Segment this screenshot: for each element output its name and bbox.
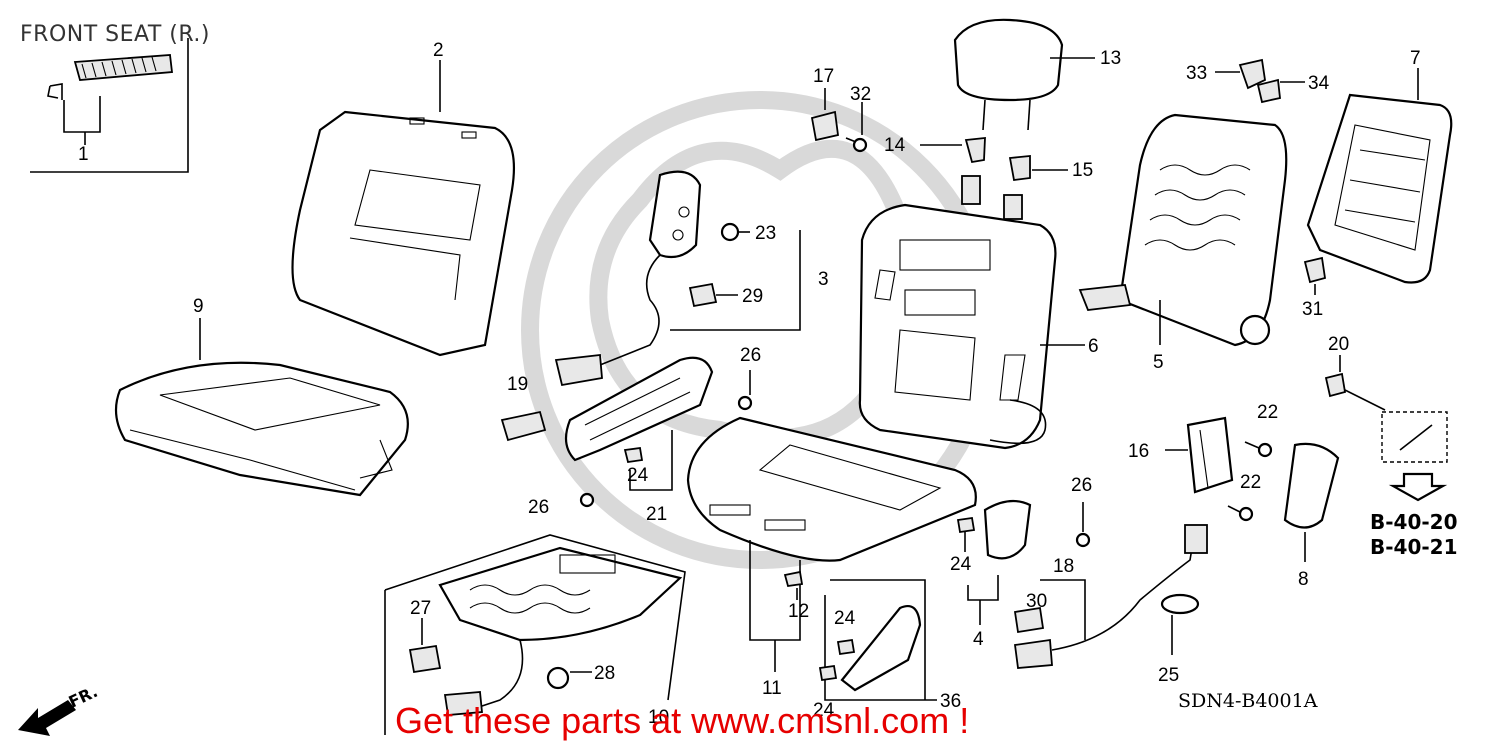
part-27-28-fasteners[interactable] — [408, 618, 592, 690]
part-33-34-clips[interactable] — [1215, 58, 1305, 104]
callout-10[interactable]: 10 — [648, 707, 669, 728]
part-9-cushion-cover[interactable] — [114, 318, 409, 497]
callout-9[interactable]: 9 — [193, 296, 204, 317]
part-14-15-headrest-guides[interactable] — [920, 136, 1068, 220]
callout-labels: 1 2 3 4 5 6 7 8 9 10 11 12 13 14 15 16 1… — [78, 40, 1421, 728]
callout-29[interactable]: 29 — [742, 286, 763, 307]
callout-14[interactable]: 14 — [884, 135, 906, 156]
callout-23[interactable]: 23 — [755, 223, 776, 244]
callout-11[interactable]: 11 — [762, 678, 782, 699]
reference-arrow[interactable] — [1381, 411, 1448, 502]
callout-12[interactable]: 12 — [788, 601, 809, 622]
callout-6[interactable]: 6 — [1088, 336, 1099, 357]
front-marker-text: FR. — [66, 682, 101, 712]
part-18-30-25-harness[interactable] — [1013, 524, 1208, 669]
callout-24c[interactable]: 24 — [834, 608, 856, 629]
callout-4[interactable]: 4 — [973, 629, 984, 650]
callout-31[interactable]: 31 — [1302, 299, 1323, 320]
callout-1[interactable]: 1 — [78, 144, 89, 165]
part-2-seatback-cover[interactable] — [291, 60, 516, 357]
part-1-clips[interactable] — [30, 38, 189, 173]
part-23-29-fasteners[interactable] — [688, 222, 750, 308]
callout-22a[interactable]: 22 — [1257, 402, 1278, 423]
callout-30[interactable]: 30 — [1026, 591, 1047, 612]
part-11-seat-cushion[interactable] — [686, 416, 977, 672]
callout-36[interactable]: 36 — [940, 691, 961, 712]
part-16-module[interactable] — [1165, 416, 1234, 494]
part-6-seatback[interactable] — [858, 203, 1085, 450]
part-4-side-cover[interactable] — [967, 499, 1032, 625]
callout-8[interactable]: 8 — [1298, 569, 1309, 590]
part-22-bolts[interactable] — [1227, 441, 1273, 522]
callout-16[interactable]: 16 — [1128, 441, 1149, 462]
callout-24d[interactable]: 24 — [813, 700, 835, 721]
part-8-cover[interactable] — [1283, 442, 1340, 562]
part-17-32-clip-bolt[interactable] — [810, 88, 868, 153]
part-19-knob[interactable] — [500, 410, 547, 442]
part-26-bolts-left[interactable] — [579, 370, 753, 508]
callout-25[interactable]: 25 — [1158, 665, 1179, 686]
callout-34[interactable]: 34 — [1308, 73, 1330, 94]
callout-26c[interactable]: 26 — [1071, 475, 1092, 496]
callout-32[interactable]: 32 — [850, 84, 871, 105]
callout-26a[interactable]: 26 — [528, 497, 549, 518]
callout-20[interactable]: 20 — [1328, 334, 1349, 355]
callout-28[interactable]: 28 — [594, 663, 615, 684]
callout-26b[interactable]: 26 — [740, 345, 761, 366]
part-31-clip[interactable] — [1303, 256, 1327, 295]
part-13-headrest[interactable] — [953, 18, 1095, 131]
callout-27[interactable]: 27 — [410, 598, 431, 619]
part-5-seatback-frame[interactable] — [1078, 113, 1288, 347]
page-title: FRONT SEAT (R.) — [20, 22, 210, 47]
callout-18[interactable]: 18 — [1053, 556, 1074, 577]
part-36-trim-cover[interactable] — [818, 579, 937, 701]
promo-link[interactable]: Get these parts at www.cmsnl.com ! — [395, 700, 970, 741]
reference-label-2[interactable]: B-40-21 — [1370, 535, 1458, 559]
callout-19[interactable]: 19 — [507, 374, 528, 395]
part-24-clips[interactable] — [623, 446, 976, 552]
callout-22b[interactable]: 22 — [1240, 472, 1261, 493]
callout-7[interactable]: 7 — [1410, 48, 1421, 69]
callout-24b[interactable]: 24 — [950, 554, 972, 575]
reference-label-1[interactable]: B-40-20 — [1370, 510, 1458, 534]
callout-15[interactable]: 15 — [1072, 160, 1093, 181]
callout-2[interactable]: 2 — [433, 40, 444, 61]
part-21-side-trim[interactable] — [564, 356, 714, 491]
part-26-bolt-right[interactable] — [1075, 502, 1091, 548]
front-direction-arrow: FR. — [18, 682, 101, 736]
callout-3[interactable]: 3 — [818, 269, 829, 290]
part-20-connector[interactable] — [1324, 355, 1386, 411]
part-7-back-panel[interactable] — [1306, 68, 1453, 284]
callout-17[interactable]: 17 — [813, 66, 834, 87]
callout-13[interactable]: 13 — [1100, 48, 1121, 69]
diagram-code: SDN4-B4001A — [1178, 690, 1318, 712]
callout-24a[interactable]: 24 — [627, 465, 649, 486]
part-3-side-airbag[interactable] — [554, 170, 801, 387]
callout-33[interactable]: 33 — [1186, 63, 1207, 84]
part-10-seat-frame[interactable] — [384, 534, 686, 735]
callout-5[interactable]: 5 — [1153, 352, 1164, 373]
part-12-clip[interactable] — [783, 570, 804, 600]
callout-21[interactable]: 21 — [646, 504, 667, 525]
